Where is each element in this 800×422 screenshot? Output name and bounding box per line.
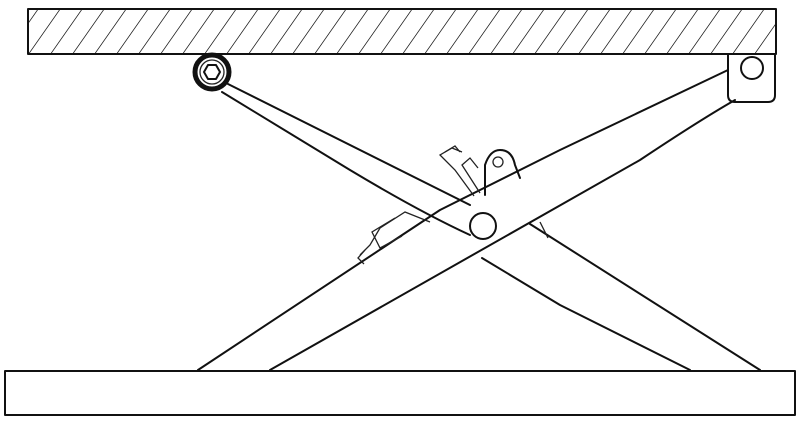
- hex-bolt-icon: [203, 64, 221, 80]
- center-pivot: [469, 212, 497, 240]
- actuator: [357, 145, 549, 265]
- roller: [192, 52, 232, 92]
- top-platform: [27, 8, 777, 55]
- base-plate: [4, 370, 796, 416]
- scissor-arm-1: [221, 83, 761, 371]
- scissor-arm-2: [197, 53, 776, 371]
- bracket-pin-icon: [740, 56, 764, 80]
